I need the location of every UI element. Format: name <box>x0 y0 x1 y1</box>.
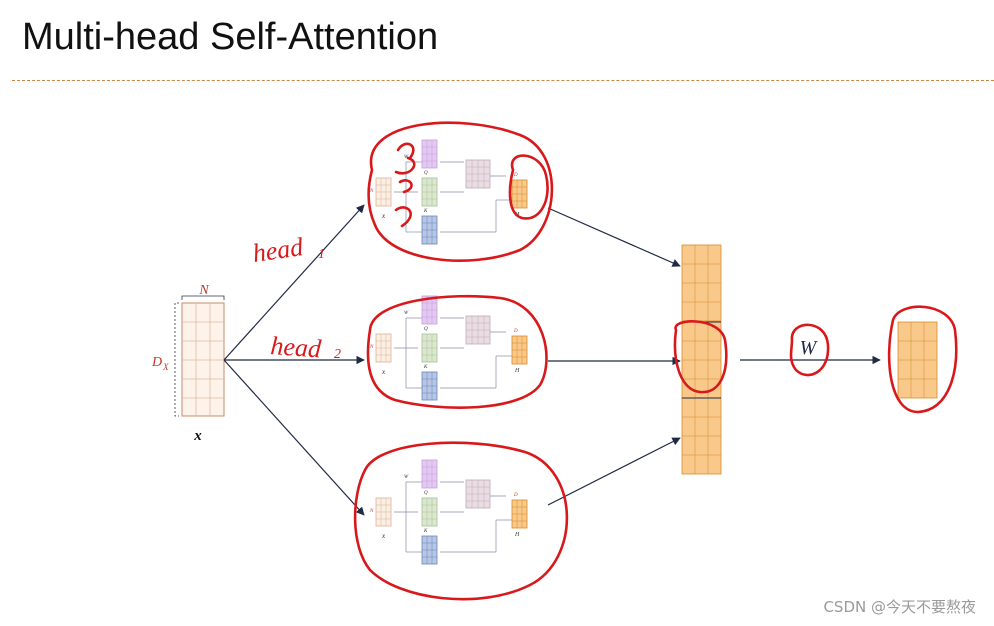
head-1-k-label: K <box>423 209 428 214</box>
circle-concat-block <box>673 320 728 394</box>
arrow-head-1-to-concat <box>547 207 681 267</box>
head-2-w-label: W <box>404 311 409 316</box>
circle-head-3 <box>353 441 569 601</box>
annotation-head-2: head <box>270 331 323 364</box>
input-height-subscript: X <box>162 362 169 372</box>
arrow-to-head-3 <box>223 359 365 516</box>
input-label: x <box>193 428 202 444</box>
head-3-k-label: K <box>423 529 428 534</box>
head-1-attention-matrix <box>465 159 491 189</box>
head-3-h-label: H <box>514 532 520 538</box>
head-diagram-3: x N Q K H D W <box>369 459 528 565</box>
head-2-d-label: D <box>513 329 518 334</box>
concat-block-3 <box>681 397 722 475</box>
slide-title: Multi-head Self-Attention <box>22 16 439 58</box>
annotation-head-1: head <box>251 232 306 268</box>
head-2-k-matrix <box>421 333 438 363</box>
concat-matrix <box>681 244 722 475</box>
head-3-x-label: x <box>381 532 386 540</box>
concat-block-1 <box>681 244 722 322</box>
head-2-h-matrix <box>511 335 528 365</box>
head-3-v-matrix <box>421 535 438 565</box>
head-1-input <box>375 177 392 207</box>
head-1-n-label: N <box>369 189 374 194</box>
arrow-head-3-to-concat <box>547 437 681 506</box>
head-3-h-matrix <box>511 499 528 529</box>
head-3-attention-matrix <box>465 479 491 509</box>
annotation-head-1-sub: 1 <box>318 247 325 262</box>
head-3-input <box>375 497 392 527</box>
circle-head-1 <box>367 121 554 262</box>
head-diagram-2: x N Q K H D W <box>369 295 528 401</box>
head-1-q-label: Q <box>424 171 428 176</box>
head-1-k-matrix <box>421 177 438 207</box>
head-2-q-label: Q <box>424 327 428 332</box>
head-2-q-matrix <box>421 295 438 325</box>
input-arrows <box>223 204 365 516</box>
head-3-d-label: D <box>513 493 518 498</box>
head-2-x-label: x <box>381 368 386 376</box>
head-2-h-label: H <box>514 368 520 374</box>
output-arrows <box>547 207 681 506</box>
arrow-to-head-1 <box>223 204 365 361</box>
output-matrix <box>897 321 938 399</box>
head-2-n-label: N <box>369 345 374 350</box>
input-width-label: N <box>198 283 209 298</box>
input-height-label: D <box>151 355 162 370</box>
weight-label: W <box>800 337 819 359</box>
head-1-x-label: x <box>381 212 386 220</box>
head-2-attention-matrix <box>465 315 491 345</box>
circle-output <box>887 305 958 414</box>
head-1-q-matrix <box>421 139 438 169</box>
circle-head-2 <box>366 294 548 409</box>
circle-head-1-output <box>508 154 549 220</box>
input-matrix <box>174 295 225 417</box>
output-grid <box>897 321 938 399</box>
watermark: CSDN @今天不要熬夜 <box>823 598 976 616</box>
head-2-input <box>375 333 392 363</box>
head-3-q-label: Q <box>424 491 428 496</box>
annotation-head-2-sub: 2 <box>334 347 341 362</box>
mark-2 <box>398 179 413 194</box>
head-2-v-matrix <box>421 371 438 401</box>
head-1-d-label: D <box>513 173 518 178</box>
head-3-q-matrix <box>421 459 438 489</box>
head-3-n-label: N <box>369 509 374 514</box>
circle-weight <box>789 323 830 377</box>
head-1-v-matrix <box>421 215 438 245</box>
mark-1 <box>394 142 416 175</box>
handwritten-annotations <box>353 121 958 601</box>
head-2-k-label: K <box>423 365 428 370</box>
mark-3 <box>394 206 412 228</box>
head-1-h-matrix <box>511 179 528 209</box>
title-divider <box>12 80 994 81</box>
head-3-w-label: W <box>404 475 409 480</box>
head-1-w-label: W <box>404 155 409 160</box>
head-3-k-matrix <box>421 497 438 527</box>
